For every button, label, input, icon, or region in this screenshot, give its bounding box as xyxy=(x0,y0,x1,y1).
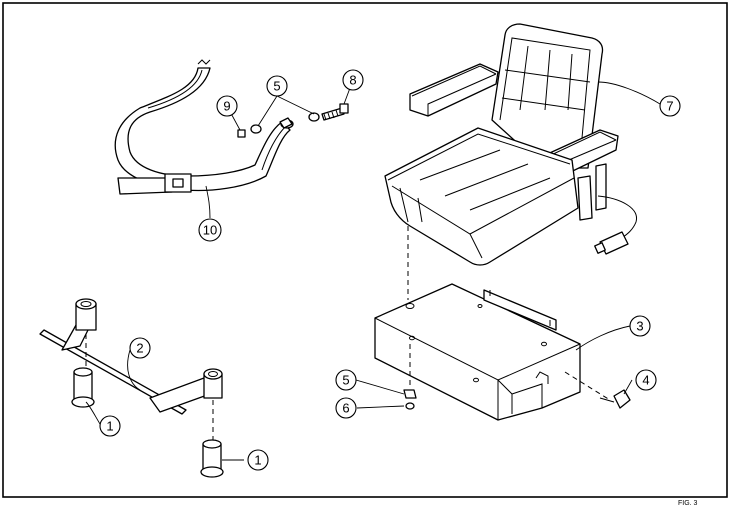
seat-assembly xyxy=(384,23,637,266)
callout-5-belt: 5 xyxy=(266,75,288,97)
seat-pan-hardware xyxy=(403,389,417,410)
callout-3: 3 xyxy=(629,315,651,337)
svg-text:2: 2 xyxy=(136,341,143,356)
callout-5-pan: 5 xyxy=(335,369,357,391)
svg-text:6: 6 xyxy=(342,401,349,416)
seat-pan xyxy=(374,283,581,421)
svg-text:5: 5 xyxy=(273,79,280,94)
callout-2: 2 xyxy=(129,337,151,359)
svg-text:1: 1 xyxy=(254,453,261,468)
svg-text:5: 5 xyxy=(342,373,349,388)
seat-belt xyxy=(114,59,291,195)
svg-text:4: 4 xyxy=(642,373,649,388)
bushing-right xyxy=(200,439,224,478)
figure-tag: FIG. 3 xyxy=(678,500,698,507)
svg-text:10: 10 xyxy=(203,223,217,238)
bushing-left xyxy=(71,367,95,408)
assembly-lines xyxy=(85,226,611,440)
svg-text:3: 3 xyxy=(636,319,643,334)
callout-7: 7 xyxy=(659,95,681,117)
svg-text:8: 8 xyxy=(349,73,356,88)
svg-text:7: 7 xyxy=(666,99,673,114)
seat-belt-hardware xyxy=(237,103,349,138)
callout-9: 9 xyxy=(216,95,238,117)
callout-8: 8 xyxy=(342,69,364,91)
base-frame xyxy=(39,298,223,415)
svg-text:9: 9 xyxy=(223,99,230,114)
callout-1-right: 1 xyxy=(247,449,269,471)
svg-text:1: 1 xyxy=(106,419,113,434)
callout-1-left: 1 xyxy=(99,415,121,437)
drawing-frame xyxy=(2,2,728,498)
callout-6: 6 xyxy=(335,397,357,419)
callout-4: 4 xyxy=(635,369,657,391)
callouts: 9 5 8 7 10 2 3 5 xyxy=(99,69,681,471)
callout-10: 10 xyxy=(198,218,222,242)
seat-adjust-knob xyxy=(599,389,631,409)
leader-lines xyxy=(85,79,661,461)
